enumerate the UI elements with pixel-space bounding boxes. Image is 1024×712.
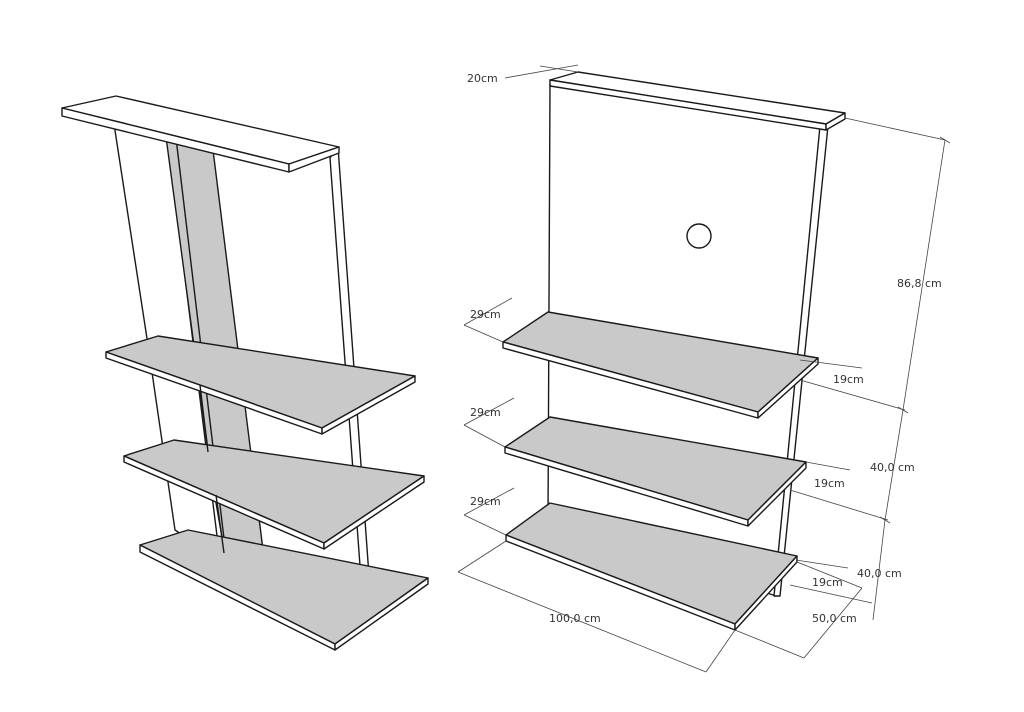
right-shelf-unit	[502, 71, 846, 631]
label-top-depth: 20cm	[467, 72, 498, 85]
label-spacing-2: 19cm	[814, 477, 845, 490]
dimension-lines	[457, 64, 951, 673]
left-shelf-unit	[61, 95, 429, 651]
label-width: 100,0 cm	[549, 612, 601, 625]
label-shelf-depth-1: 29cm	[470, 308, 501, 321]
cable-hole	[686, 223, 712, 249]
label-spacing-1: 19cm	[833, 373, 864, 386]
label-depth: 50,0 cm	[812, 612, 857, 625]
label-height-upper: 86,8 cm	[897, 277, 942, 290]
label-shelf-depth-2: 29cm	[470, 406, 501, 419]
label-shelf-depth-3: 29cm	[470, 495, 501, 508]
label-height-middle: 40,0 cm	[870, 461, 915, 474]
label-spacing-3: 19cm	[812, 576, 843, 589]
dimension-labels: 20cm 29cm 29cm 29cm 19cm 19cm 19cm 86,8 …	[467, 72, 942, 625]
label-height-lower: 40,0 cm	[857, 567, 902, 580]
